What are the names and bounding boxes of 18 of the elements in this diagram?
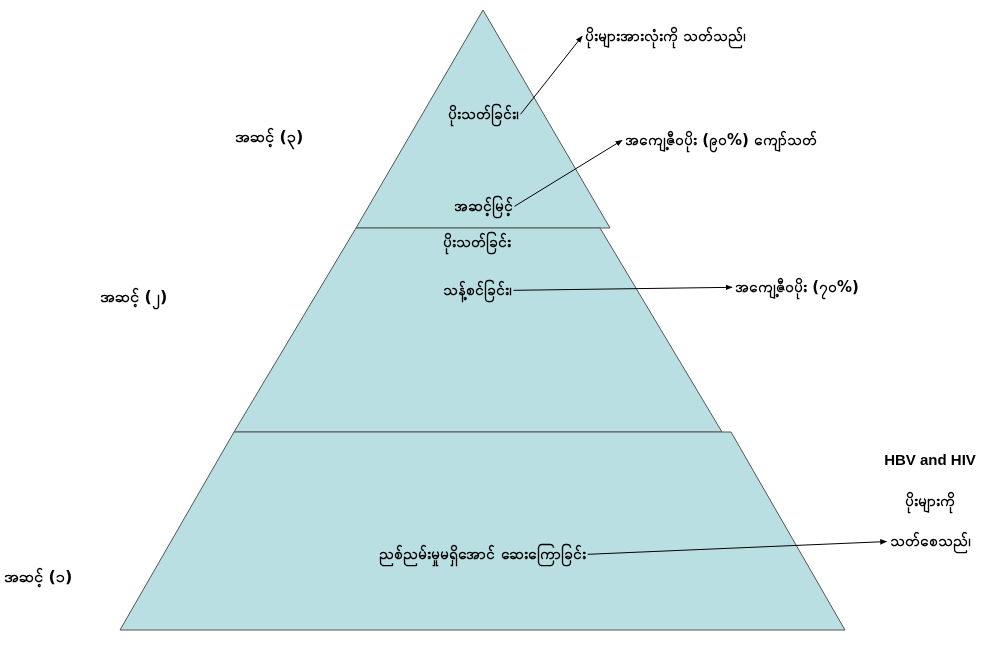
node-label: ညစ်ညမ်းမှုမရှိအောင် ဆေးကြောခြင်း xyxy=(379,544,586,565)
arrow xyxy=(513,284,733,291)
arrow xyxy=(587,539,888,555)
node-label: သတ်စေသည်၊ xyxy=(889,531,971,552)
node-label: အကျေ့ဇီဝပိုး (၇၀%) xyxy=(735,277,859,298)
node-label: ပိုးသတ်ခြင်း xyxy=(443,232,511,253)
node-label: အဆင့်မြင့် xyxy=(453,196,513,217)
node-label: အကျေ့ဇီဝပိုး (၉၀%) ကျော်သတ် xyxy=(625,130,818,151)
node-label: ပိုးသတ်ခြင်း၊ xyxy=(447,104,519,125)
node-label: ပိုးများအားလုံးကို သတ်သည်၊ xyxy=(585,26,747,47)
node-label: HBV and HIV xyxy=(884,450,976,470)
level-label: အဆင့် (၃) xyxy=(235,125,304,149)
level-label: အဆင့် (၁) xyxy=(4,566,73,589)
arrow xyxy=(514,139,623,207)
node-label: သန့်စင်ခြင်း၊ xyxy=(442,280,512,301)
node-label: ပိုးများကို xyxy=(905,490,955,512)
arrow xyxy=(520,35,583,115)
level-label: အဆင့် (၂) xyxy=(100,285,168,309)
